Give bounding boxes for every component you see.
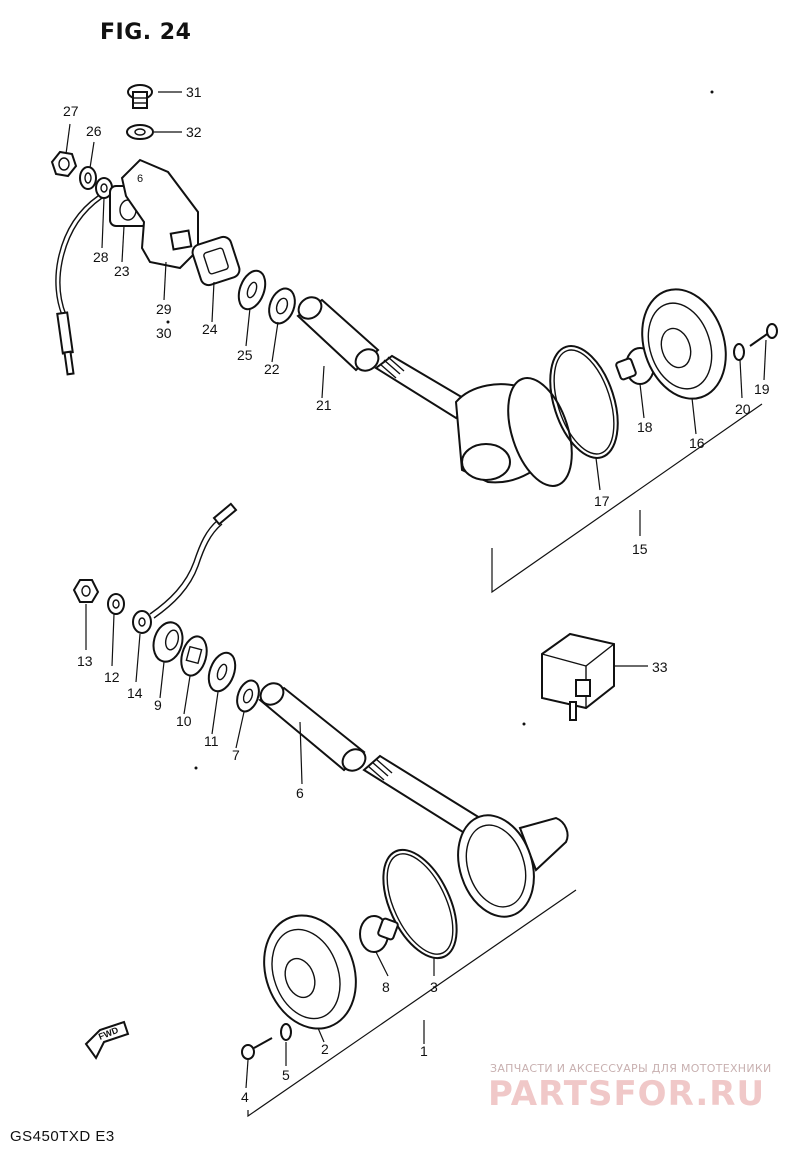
washer-part-20 xyxy=(733,343,745,361)
callout-labels: 1234567891011121314151617181920212223242… xyxy=(63,84,770,1105)
callout-30: 30 xyxy=(156,325,172,341)
lock-washer-part-7 xyxy=(236,679,260,713)
callout-18: 18 xyxy=(637,419,653,435)
wire-terminal-part-14 xyxy=(132,502,238,634)
bushing-part-9 xyxy=(152,621,184,663)
callout-31: 31 xyxy=(186,84,202,100)
watermark-tagline: ЗАПЧАСТИ И АКСЕССУАРЫ ДЛЯ МОТОТЕХНИКИ xyxy=(490,1062,772,1075)
bolt-part-31 xyxy=(127,84,153,109)
callout-15: 15 xyxy=(632,541,648,557)
grommet-part-10 xyxy=(180,635,208,677)
callout-23: 23 xyxy=(114,263,130,279)
callout-22: 22 xyxy=(264,361,280,377)
callout-11: 11 xyxy=(204,733,219,749)
figure-title: FIG. 24 xyxy=(100,20,192,45)
callout-14: 14 xyxy=(127,685,143,701)
relay-part-33 xyxy=(541,632,615,721)
callout-17: 17 xyxy=(594,493,610,509)
callout-2: 2 xyxy=(321,1041,329,1057)
scan-specks xyxy=(166,90,714,770)
watermark-logo: PARTSFOR.RU xyxy=(488,1074,766,1114)
callout-13: 13 xyxy=(77,653,93,669)
lock-washer-part-22 xyxy=(268,287,296,325)
callout-29: 29 xyxy=(156,301,172,317)
washer-part-5 xyxy=(280,1023,292,1041)
callout-4: 4 xyxy=(241,1089,249,1105)
callout-3: 3 xyxy=(430,979,438,995)
gasket-part-3 xyxy=(382,848,458,960)
callout-16: 16 xyxy=(689,435,705,451)
nut-part-13 xyxy=(72,579,100,603)
callout-19: 19 xyxy=(754,381,770,397)
lower-turn-signal-housing xyxy=(362,754,569,918)
screw-part-19 xyxy=(749,323,778,347)
callout-20: 20 xyxy=(735,401,751,417)
gasket-part-17 xyxy=(549,345,619,459)
callout-7: 7 xyxy=(232,747,240,763)
callout-28: 28 xyxy=(93,249,109,265)
callout-5: 5 xyxy=(282,1067,290,1083)
screw-part-4 xyxy=(241,1037,273,1060)
callout-12: 12 xyxy=(104,669,120,685)
callout-26: 26 xyxy=(86,123,102,139)
grommet-part-24 xyxy=(191,235,241,287)
washer-part-11 xyxy=(207,651,237,693)
washer-part-32 xyxy=(126,124,154,140)
bulb-part-8 xyxy=(359,915,399,953)
callout-27: 27 xyxy=(63,103,79,119)
sleeve-part-6 xyxy=(258,682,367,772)
callout-6: 6 xyxy=(296,785,304,801)
callout-1: 1 xyxy=(420,1043,428,1059)
bracket-part-29-30: 6 xyxy=(120,158,199,270)
washer-part-25 xyxy=(237,269,267,311)
fwd-arrow-icon: FWD xyxy=(84,1020,130,1060)
upper-leader-lines xyxy=(65,91,767,594)
callout-33: 33 xyxy=(652,659,668,675)
svg-text:6: 6 xyxy=(137,173,143,185)
model-code: GS450TXD E3 xyxy=(10,1128,115,1145)
nut-part-27 xyxy=(50,150,78,178)
sleeve-part-21 xyxy=(296,296,380,372)
callout-10: 10 xyxy=(176,713,192,729)
lens-part-16 xyxy=(641,288,727,400)
washer-part-12 xyxy=(107,593,125,615)
upper-turn-signal-housing xyxy=(374,354,573,487)
callout-24: 24 xyxy=(202,321,218,337)
callout-32: 32 xyxy=(186,124,202,140)
callout-9: 9 xyxy=(154,697,162,713)
wire-terminal-part-28 xyxy=(55,177,113,376)
lower-leader-lines xyxy=(85,604,648,1118)
callout-25: 25 xyxy=(237,347,253,363)
callout-21: 21 xyxy=(316,397,332,413)
washer-part-26 xyxy=(79,166,97,190)
callout-8: 8 xyxy=(382,979,390,995)
lens-part-2 xyxy=(263,914,357,1030)
